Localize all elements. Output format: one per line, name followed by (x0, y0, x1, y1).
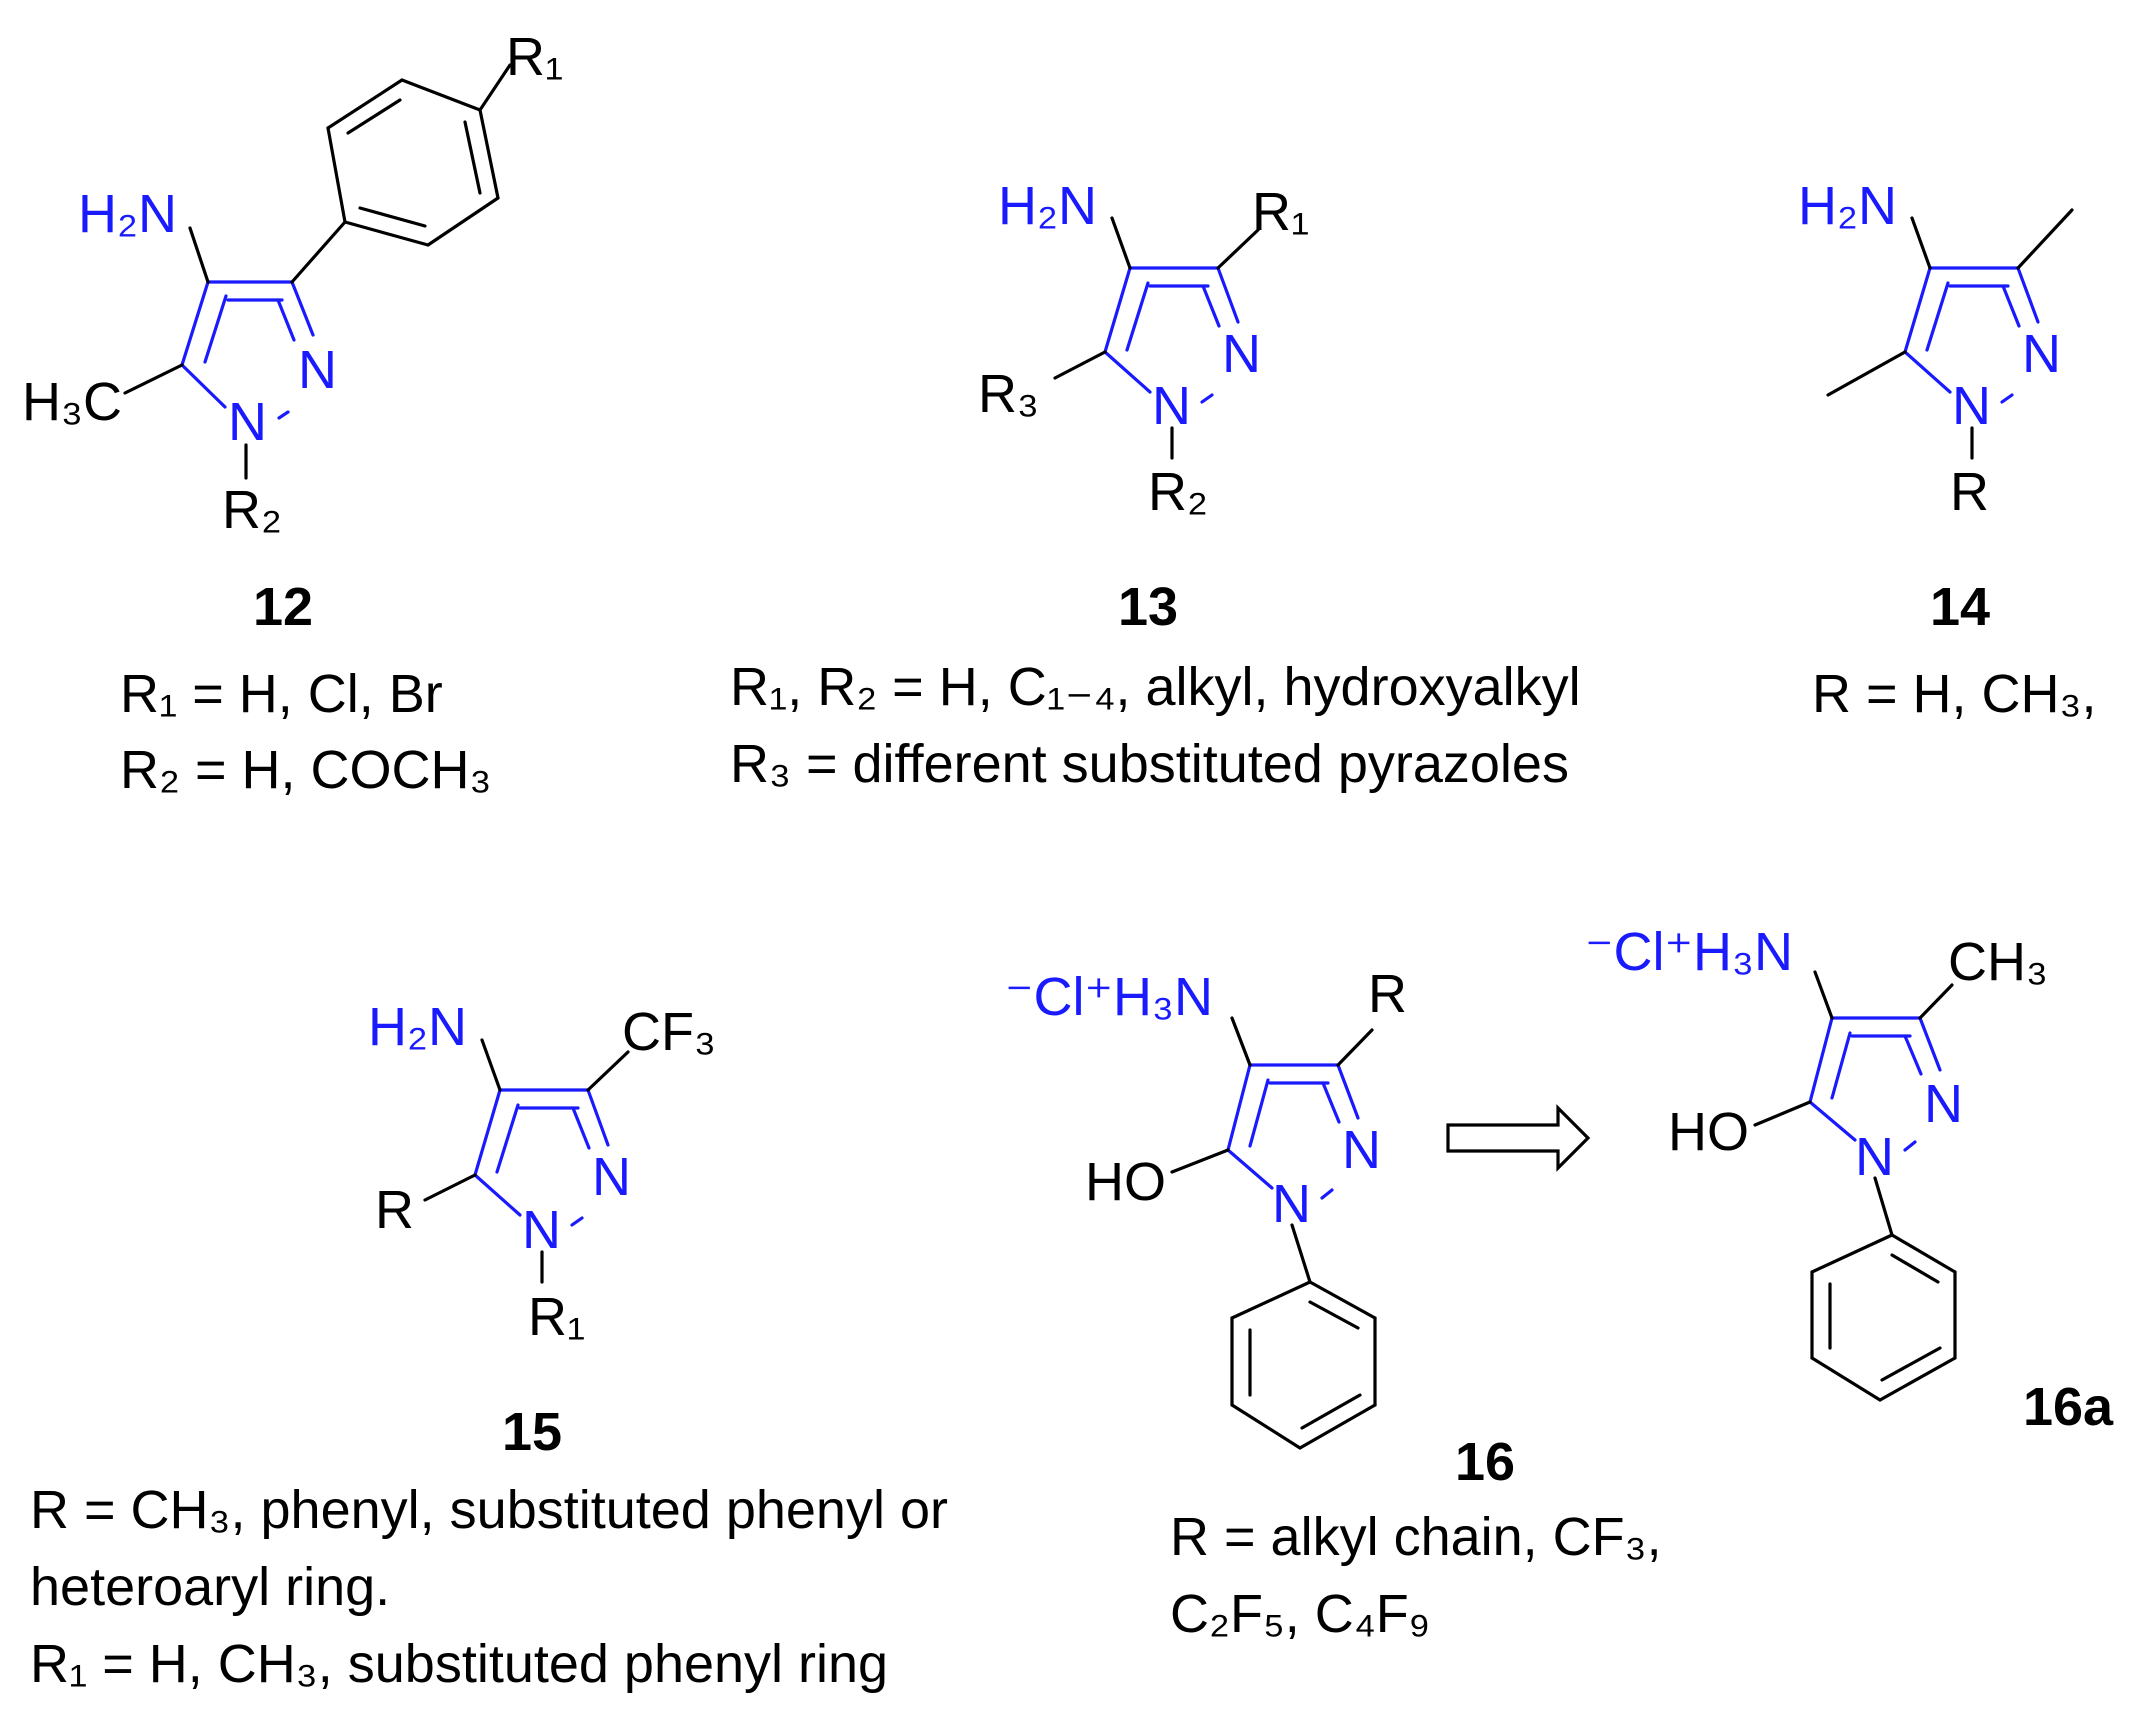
compound-16-r-label: R (1368, 964, 1407, 1024)
compound-16-number: 16 (1455, 1432, 1515, 1492)
compound-15-description-line-1: R = CH₃, phenyl, substituted phenyl or (30, 1480, 948, 1540)
compound-14-description-line-1: R = H, CH₃, (1812, 664, 2097, 724)
compound-14: H₂N N N R 14 R = H, CH₃, (1798, 176, 2097, 724)
compound-12-methyl-label: H₃C (22, 372, 122, 432)
compound-12-description-line-1: R₁ = H, Cl, Br (120, 664, 443, 724)
compound-14-amine-label: H₂N (1798, 176, 1897, 236)
compound-14-ring-nitrogen: N (2022, 324, 2061, 384)
compound-13-number: 13 (1118, 577, 1178, 637)
compound-15-amine-label: H₂N (368, 997, 467, 1057)
compound-16-substituted-nitrogen: N (1272, 1174, 1311, 1234)
compound-16a-hydroxy-label: HO (1668, 1102, 1749, 1162)
compound-15: H₂N N N CF₃ R R₁ 15 R = CH₃, phenyl, sub… (30, 997, 948, 1694)
compound-16-amine-salt-label: ⁻Cl⁺H₃N (1005, 967, 1213, 1027)
compound-14-substituted-nitrogen: N (1952, 376, 1991, 436)
compound-16-ring-nitrogen: N (1342, 1120, 1381, 1180)
compound-16-description-line-1: R = alkyl chain, CF₃, (1170, 1507, 1662, 1567)
compound-15-number: 15 (502, 1402, 562, 1462)
compound-15-description-line-3: R₁ = H, CH₃, substituted phenyl ring (30, 1634, 888, 1694)
compound-15-substituted-nitrogen: N (522, 1200, 561, 1260)
compound-14-bonds (1826, 208, 2074, 460)
compound-14-r-label: R (1950, 462, 1989, 522)
compound-16a-substituted-nitrogen: N (1855, 1127, 1894, 1187)
compound-13-ring-nitrogen: N (1222, 324, 1261, 384)
compound-16-description-line-2: C₂F₅, C₄F₉ (1170, 1584, 1430, 1644)
compound-12-number: 12 (253, 577, 313, 637)
compound-12-r2-label: R₂ (222, 480, 282, 540)
compound-13-substituted-nitrogen: N (1152, 376, 1191, 436)
compound-16a: ⁻Cl⁺H₃N N N CH₃ HO 16a (1585, 922, 2114, 1437)
compound-12-substituted-nitrogen: N (228, 392, 267, 452)
compound-13-r3-label: R₃ (978, 364, 1039, 424)
compound-16-hydroxy-label: HO (1085, 1152, 1166, 1212)
compound-12-bonds (123, 63, 512, 480)
compound-13-r1-label: R₁ (1252, 182, 1309, 242)
compound-16: ⁻Cl⁺H₃N N N R HO 16 R = alkyl chain, CF₃… (1005, 964, 1662, 1644)
compound-13-description-line-1: R₁, R₂ = H, C₁₋₄, alkyl, hydroxyalkyl (730, 657, 1581, 717)
compound-12-ring-nitrogen: N (298, 340, 337, 400)
compound-15-ring-nitrogen: N (592, 1147, 631, 1207)
compound-16a-ring-nitrogen: N (1924, 1074, 1963, 1134)
compound-15-bonds (423, 1038, 630, 1284)
compound-12-description-line-2: R₂ = H, COCH₃ (120, 740, 492, 800)
compound-15-r-label: R (375, 1180, 414, 1240)
compound-12: H₂N N N R₁ R₂ H₃C 12 R₁ = H, Cl, Br R₂ =… (22, 27, 563, 800)
compound-16a-amine-salt-label: ⁻Cl⁺H₃N (1585, 922, 1793, 982)
compound-16a-bonds (1753, 970, 1957, 1402)
compound-15-r1-label: R₁ (528, 1287, 585, 1347)
compound-16-bonds (1170, 1016, 1377, 1450)
compound-15-cf3-label: CF₃ (622, 1002, 716, 1062)
compound-14-number: 14 (1930, 577, 1990, 637)
compound-13-description-line-2: R₃ = different substituted pyrazoles (730, 734, 1569, 794)
compound-12-r1-label: R₁ (506, 27, 563, 87)
compound-16a-number: 16a (2023, 1377, 2114, 1437)
compound-15-description-line-2: heteroaryl ring. (30, 1557, 390, 1617)
compound-13-r2-label: R₂ (1148, 462, 1208, 522)
compound-13-amine-label: H₂N (998, 176, 1097, 236)
transformation-arrow (1446, 1104, 1591, 1172)
compound-12-amine-label: H₂N (78, 184, 177, 244)
compound-16a-methyl-label: CH₃ (1948, 932, 2048, 992)
compound-13: H₂N N N R₁ R₂ R₃ 13 R₁, R₂ = H, C₁₋₄, al… (730, 176, 1581, 794)
compound-13-bonds (1053, 216, 1260, 460)
